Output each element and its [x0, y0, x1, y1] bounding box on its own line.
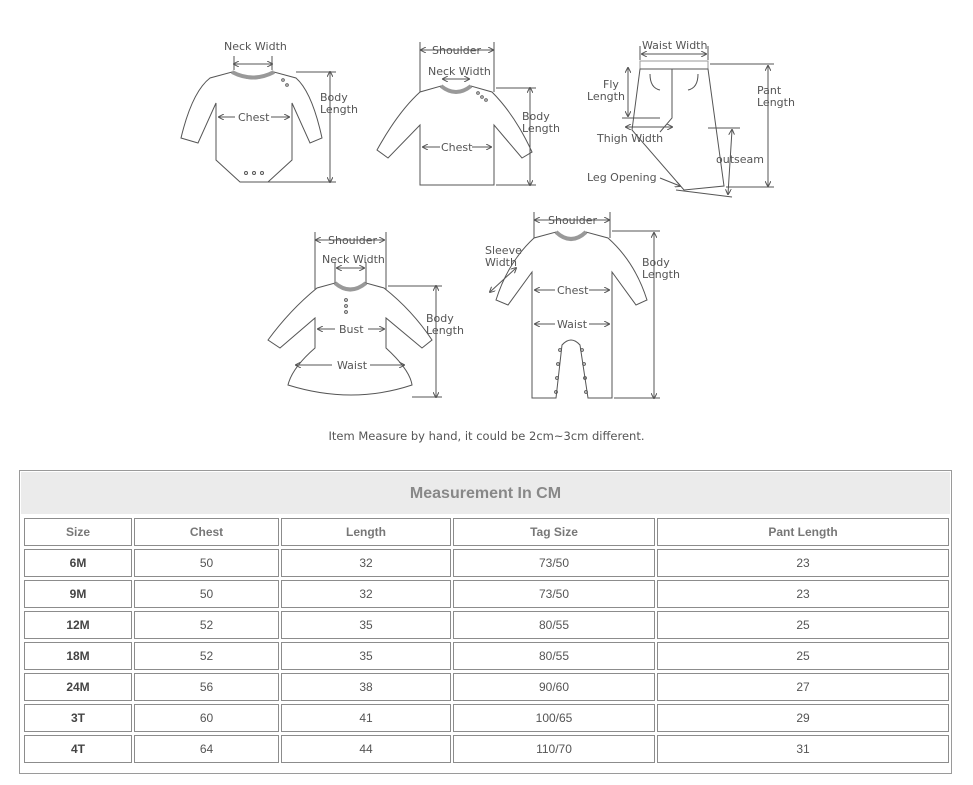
table-row: 3T 60 41 100/65 29	[24, 704, 949, 732]
cell-length: 35	[281, 611, 451, 639]
cell-size: 9M	[24, 580, 132, 608]
table-row: 24M 56 38 90/60 27	[24, 673, 949, 701]
header-tag-size: Tag Size	[453, 518, 655, 546]
header-size: Size	[24, 518, 132, 546]
table-row: 18M 52 35 80/55 25	[24, 642, 949, 670]
table-row: 12M 52 35 80/55 25	[24, 611, 949, 639]
pants-pant-label: Pant	[757, 84, 782, 97]
cell-length: 32	[281, 549, 451, 577]
cell-tag-size: 73/50	[453, 549, 655, 577]
size-table: Size Chest Length Tag Size Pant Length 6…	[22, 515, 951, 766]
cell-size: 6M	[24, 549, 132, 577]
pants-leg-label: Leg Opening	[587, 171, 657, 184]
cell-size: 3T	[24, 704, 132, 732]
romper-sleeve-width-label: Width	[485, 256, 517, 269]
bodysuit-length-label: Length	[320, 103, 358, 116]
shirt-neck-label: Neck Width	[428, 65, 491, 78]
dress-shoulder-label: Shoulder	[328, 234, 377, 247]
measurement-table: Measurement In CM Size Chest Length Tag …	[19, 470, 952, 774]
cell-chest: 52	[134, 642, 279, 670]
dress-diagram	[267, 232, 442, 397]
cell-pant-length: 27	[657, 673, 949, 701]
cell-length: 41	[281, 704, 451, 732]
pants-waist-label: Waist Width	[642, 39, 707, 52]
header-pant-length: Pant Length	[657, 518, 949, 546]
cell-chest: 64	[134, 735, 279, 763]
romper-body-label: Body	[642, 256, 670, 269]
cell-tag-size: 100/65	[453, 704, 655, 732]
cell-pant-length: 29	[657, 704, 949, 732]
romper-shoulder-label: Shoulder	[548, 214, 597, 227]
romper-waist-label: Waist	[557, 318, 588, 331]
pants-fly-length-label: Length	[587, 90, 625, 103]
table-row: 4T 64 44 110/70 31	[24, 735, 949, 763]
pants-diagram	[622, 46, 774, 198]
cell-length: 32	[281, 580, 451, 608]
romper-chest-label: Chest	[557, 284, 589, 297]
cell-size: 4T	[24, 735, 132, 763]
pants-pant-length-label: Length	[757, 96, 795, 109]
cell-pant-length: 31	[657, 735, 949, 763]
bodysuit-chest-label: Chest	[238, 111, 270, 124]
pants-thigh-label: Thigh Width	[596, 132, 663, 145]
cell-chest: 50	[134, 580, 279, 608]
header-chest: Chest	[134, 518, 279, 546]
cell-pant-length: 25	[657, 611, 949, 639]
cell-pant-length: 25	[657, 642, 949, 670]
cell-chest: 60	[134, 704, 279, 732]
dress-neck-label: Neck Width	[322, 253, 385, 266]
cell-chest: 56	[134, 673, 279, 701]
bodysuit-body-label: Body	[320, 91, 348, 104]
bodysuit-diagram	[180, 56, 336, 182]
shirt-shoulder-label: Shoulder	[432, 44, 481, 57]
shirt-body-label: Body	[522, 110, 550, 123]
bodysuit-neck-label: Neck Width	[224, 40, 287, 53]
dress-bust-label: Bust	[339, 323, 364, 336]
shirt-diagram	[376, 42, 536, 185]
cell-tag-size: 80/55	[453, 611, 655, 639]
cell-size: 18M	[24, 642, 132, 670]
table-row: 9M 50 32 73/50 23	[24, 580, 949, 608]
dress-waist-label: Waist	[337, 359, 368, 372]
cell-chest: 52	[134, 611, 279, 639]
header-length: Length	[281, 518, 451, 546]
cell-tag-size: 73/50	[453, 580, 655, 608]
cell-length: 35	[281, 642, 451, 670]
shirt-chest-label: Chest	[441, 141, 473, 154]
cell-tag-size: 80/55	[453, 642, 655, 670]
cell-tag-size: 90/60	[453, 673, 655, 701]
cell-pant-length: 23	[657, 580, 949, 608]
pants-fly-label: Fly	[603, 78, 619, 91]
size-diagrams: Neck Width Chest Body Length Shoulder Ne…	[180, 39, 795, 420]
table-title: Measurement In CM	[21, 472, 950, 514]
dress-body-label: Body	[426, 312, 454, 325]
cell-pant-length: 23	[657, 549, 949, 577]
romper-length-label: Length	[642, 268, 680, 281]
cell-chest: 50	[134, 549, 279, 577]
pants-outseam-label: outseam	[716, 153, 764, 166]
romper-diagram	[490, 212, 660, 398]
cell-length: 44	[281, 735, 451, 763]
cell-length: 38	[281, 673, 451, 701]
romper-sleeve-label: Sleeve	[485, 244, 522, 257]
cell-size: 24M	[24, 673, 132, 701]
shirt-length-label: Length	[522, 122, 560, 135]
table-header-row: Size Chest Length Tag Size Pant Length	[24, 518, 949, 546]
measure-note: Item Measure by hand, it could be 2cm~3c…	[328, 429, 645, 443]
table-row: 6M 50 32 73/50 23	[24, 549, 949, 577]
cell-size: 12M	[24, 611, 132, 639]
dress-length-label: Length	[426, 324, 464, 337]
cell-tag-size: 110/70	[453, 735, 655, 763]
